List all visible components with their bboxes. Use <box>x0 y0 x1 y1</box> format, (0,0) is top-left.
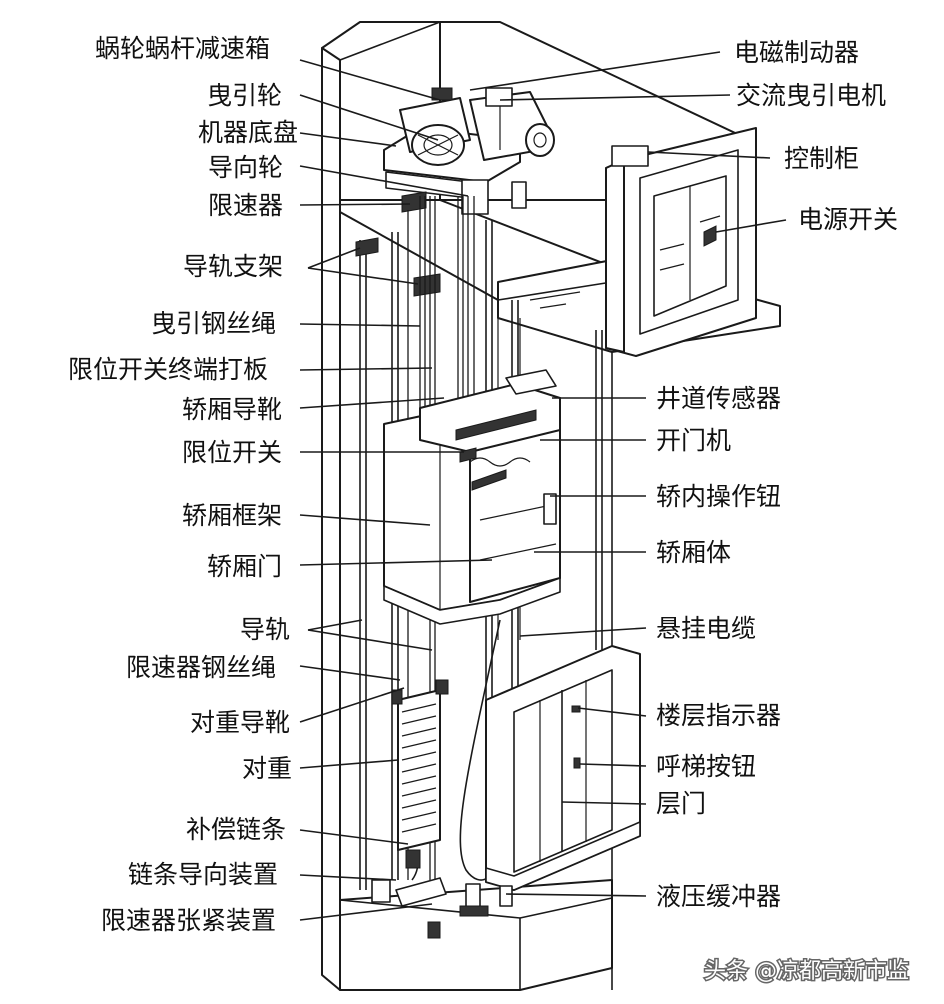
label-hoistway-sensor: 井道传感器 <box>656 384 781 413</box>
label-traction-rope: 曳引钢丝绳 <box>151 309 276 338</box>
label-floor-indicator: 楼层指示器 <box>656 701 781 730</box>
elevator-car <box>383 369 561 625</box>
landing-door <box>485 645 641 891</box>
label-car-guide-shoe: 轿厢导靴 <box>182 395 282 424</box>
traction-machine <box>383 87 555 215</box>
left-labels: 蜗轮蜗杆减速箱 曳引轮 机器底盘 导向轮 限速器 导轨支架 曳引钢丝绳 限位开关… <box>68 34 298 935</box>
label-car-door: 轿厢门 <box>207 552 282 581</box>
label-machine-base: 机器底盘 <box>198 118 298 147</box>
label-traveling-cable: 悬挂电缆 <box>656 614 756 643</box>
control-cabinet <box>605 127 757 357</box>
watermark: 头条 @凉都高新市监 <box>703 958 911 986</box>
label-governor-rope: 限速器钢丝绳 <box>126 653 276 682</box>
label-governor-tension-device: 限速器张紧装置 <box>101 906 276 935</box>
label-car-frame: 轿厢框架 <box>182 501 282 530</box>
label-hydraulic-buffer: 液压缓冲器 <box>656 882 781 911</box>
label-door-operator: 开门机 <box>656 426 731 455</box>
label-control-cabinet: 控制柜 <box>784 144 859 173</box>
pit-equipment <box>371 849 513 939</box>
label-worm-gear-reducer: 蜗轮蜗杆减速箱 <box>95 34 270 63</box>
label-hall-call-button: 呼梯按钮 <box>656 752 756 781</box>
label-car-body: 轿厢体 <box>656 538 731 567</box>
label-counterweight: 对重 <box>242 754 292 783</box>
label-power-switch: 电源开关 <box>798 205 898 234</box>
label-limit-switch-cam: 限位开关终端打板 <box>68 355 268 384</box>
label-limit-switch: 限位开关 <box>182 438 282 467</box>
watermark-text: 头条 @凉都高新市监 <box>704 959 909 984</box>
label-car-operating-panel: 轿内操作钮 <box>656 482 781 511</box>
right-labels: 电磁制动器 交流曳引电机 控制柜 电源开关 井道传感器 开门机 轿内操作钮 轿厢… <box>656 38 898 911</box>
label-landing-door: 层门 <box>656 789 706 818</box>
label-compensation-chain: 补偿链条 <box>186 815 286 844</box>
label-ac-traction-motor: 交流曳引电机 <box>736 81 886 110</box>
leader-lines <box>299 51 787 921</box>
label-rail-bracket: 导轨支架 <box>183 252 283 281</box>
label-counterweight-shoe: 对重导靴 <box>190 708 290 737</box>
label-electromagnetic-brake: 电磁制动器 <box>734 38 859 67</box>
label-traction-sheave: 曳引轮 <box>207 81 282 110</box>
label-speed-governor: 限速器 <box>208 191 283 220</box>
label-chain-guide: 链条导向装置 <box>128 860 278 889</box>
label-guide-rail: 导轨 <box>240 615 290 644</box>
label-guide-pulley: 导向轮 <box>208 153 283 182</box>
